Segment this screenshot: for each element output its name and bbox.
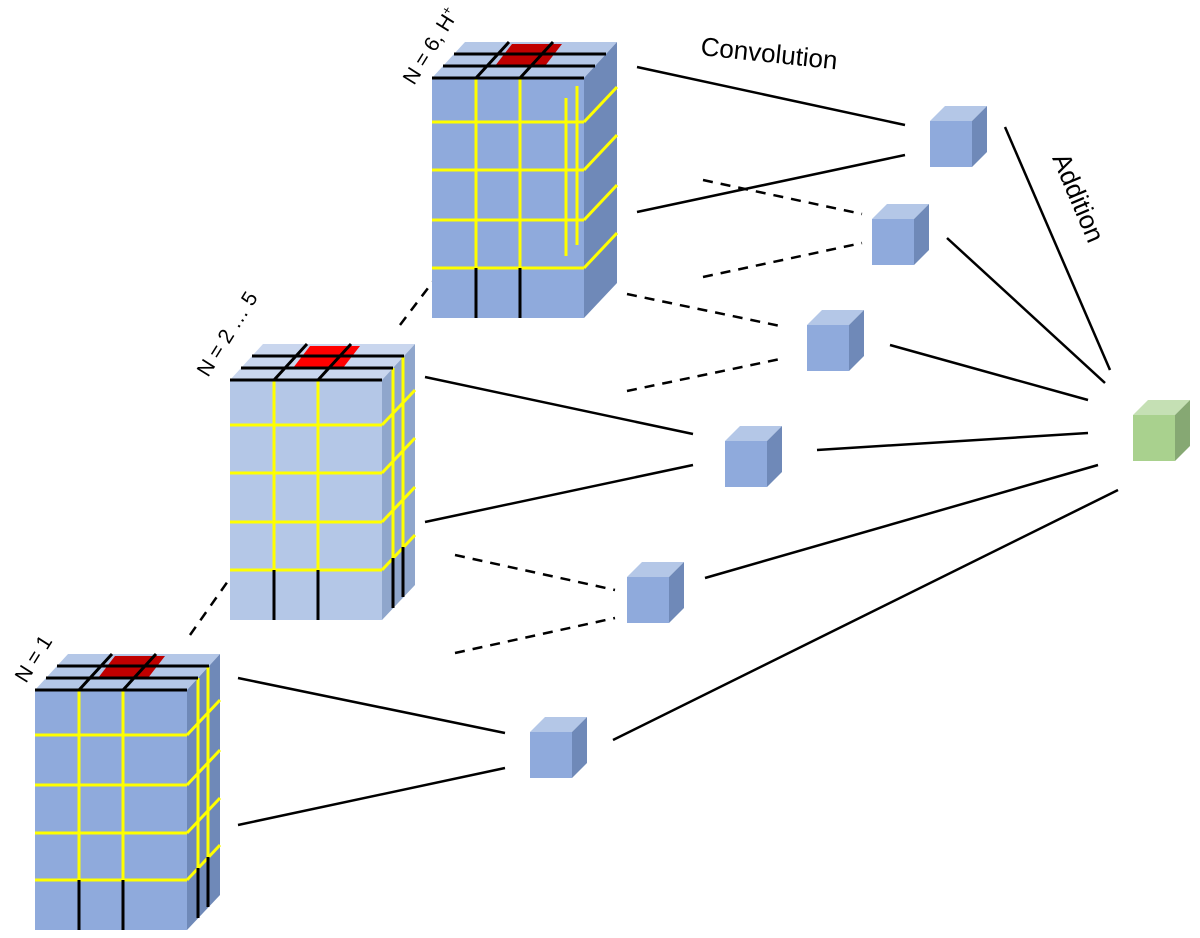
stack-side-face xyxy=(187,654,220,930)
addition-line xyxy=(1003,126,1112,371)
addition-line xyxy=(889,343,1089,402)
conv-line-dashed xyxy=(702,241,863,279)
conv-line xyxy=(636,65,906,127)
conv-line xyxy=(424,375,694,436)
stack-n6-h xyxy=(432,40,619,318)
conv-cube xyxy=(530,717,587,778)
stack-side-face xyxy=(584,42,617,318)
addition-line xyxy=(816,431,1089,452)
conv-line-dashed xyxy=(626,356,786,393)
conv-line xyxy=(237,766,506,827)
conv-cube xyxy=(725,426,782,487)
stack-front-face xyxy=(35,690,187,930)
stack-side-face xyxy=(382,344,415,620)
conv-line xyxy=(424,463,694,524)
convolution-label: Convolution xyxy=(699,31,839,75)
addition-line xyxy=(612,488,1119,742)
conv-cube xyxy=(627,562,684,623)
conv-cube xyxy=(872,204,929,265)
output-cube xyxy=(1133,400,1190,461)
conv-cube xyxy=(807,310,864,371)
conv-line xyxy=(636,153,906,214)
stack-front-face xyxy=(432,78,584,318)
conv-line-dashed xyxy=(702,178,863,216)
addition-line xyxy=(946,237,1106,384)
conv-line-dashed xyxy=(454,616,616,655)
stack-n1 xyxy=(35,652,222,930)
conv-cube xyxy=(930,106,987,167)
conv-line xyxy=(237,676,506,735)
addition-label: Addition xyxy=(1046,149,1110,247)
stack-n2-5 xyxy=(230,342,417,620)
conv-line-dashed xyxy=(454,553,616,592)
conv-line-dashed xyxy=(626,292,786,329)
stack-front-face xyxy=(230,380,382,620)
addition-line xyxy=(704,463,1099,580)
